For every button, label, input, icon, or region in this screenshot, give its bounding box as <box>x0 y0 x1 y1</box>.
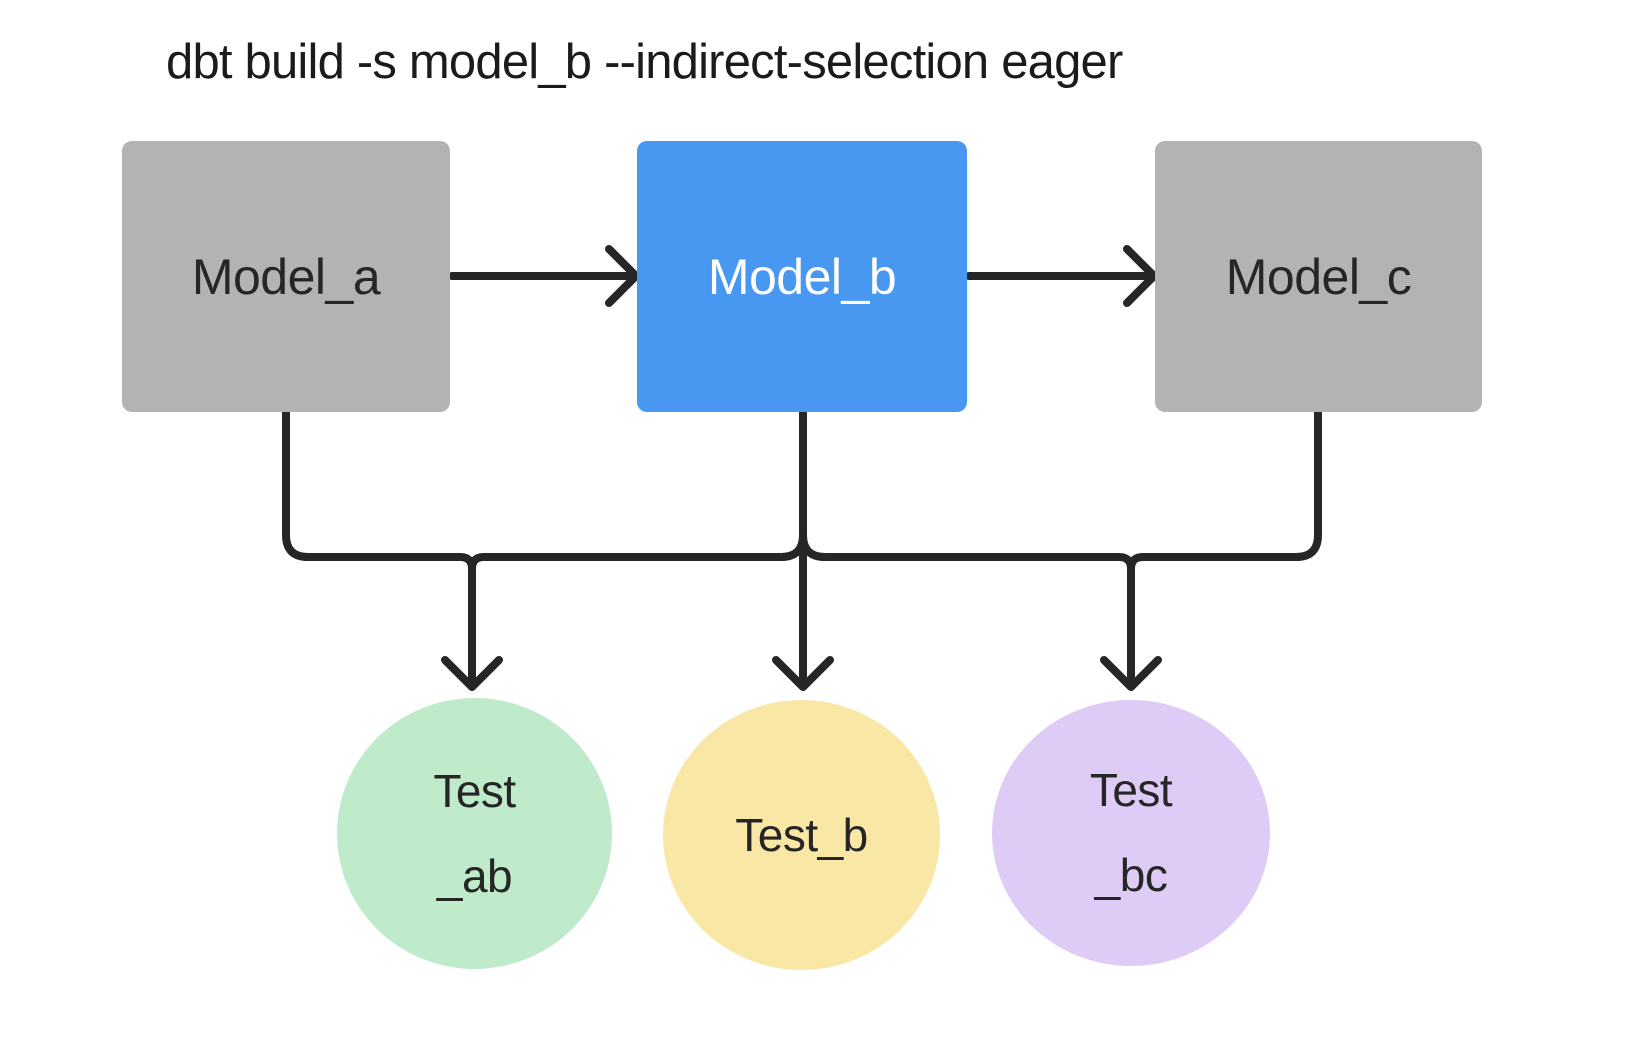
edge-model-b-test-ab <box>468 408 807 573</box>
edge-model-c-test-bc <box>1127 408 1322 686</box>
node-model-b-selected: Model_b <box>637 141 967 412</box>
edge-model-b-test-bc <box>799 408 1135 573</box>
node-model-b-label: Model_b <box>707 248 897 305</box>
node-test-ab-label-line2: _ab <box>436 849 513 902</box>
edge-model-a-test-ab <box>282 408 476 686</box>
node-test-ab-label-line1: Test <box>433 764 516 817</box>
node-test-bc-label-line1: Test <box>1089 764 1173 816</box>
arrowhead-model-c <box>1123 245 1158 307</box>
arrowhead-model-b <box>605 245 640 307</box>
node-test-ab: Test _ab <box>337 698 612 969</box>
arrowhead-test-ab <box>441 656 503 691</box>
diagram-title: dbt build -s model_b --indirect-selectio… <box>166 35 1123 89</box>
node-model-c-label: Model_c <box>1225 248 1412 305</box>
arrowhead-test-b <box>772 656 834 691</box>
node-test-b-label: Test_b <box>735 808 868 861</box>
arrowhead-test-bc <box>1100 656 1162 691</box>
node-test-bc: Test _bc <box>992 700 1270 966</box>
node-model-a-label: Model_a <box>191 248 381 305</box>
node-model-a: Model_a <box>122 141 450 412</box>
node-test-bc-label-line2: _bc <box>1094 849 1168 901</box>
node-model-c: Model_c <box>1155 141 1482 412</box>
node-test-b: Test_b <box>663 700 940 970</box>
